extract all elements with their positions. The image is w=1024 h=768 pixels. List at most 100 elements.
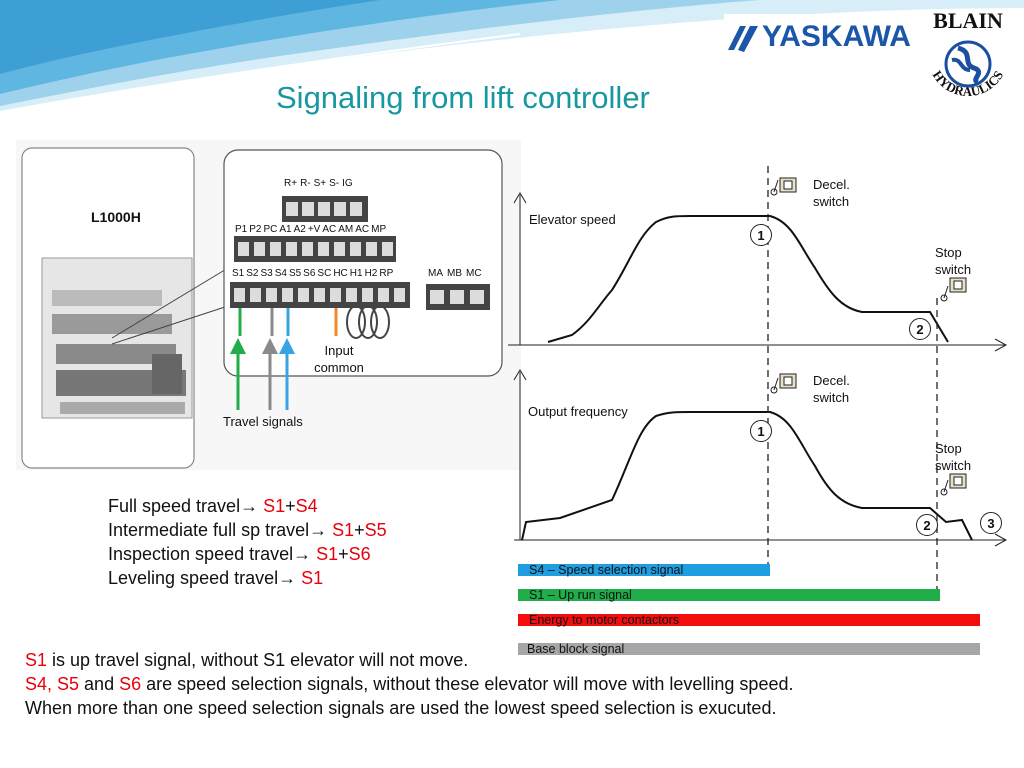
list-item-text: Inspection speed travel→ [108,544,317,564]
plus-sign: + [285,496,296,516]
terminal-label: S4 [274,268,287,279]
decel-switch-line1: Decel. [813,177,850,192]
terminal-label: SC [317,268,332,279]
decel-switch-label: Decel. switch [813,372,850,406]
blain-hydraulics-logo: BLAIN HYDRAULICS [918,8,1018,112]
yaskawa-mark-icon [728,26,758,52]
terminal-label: RP [379,268,394,279]
note-text: are speed selection signals, without the… [141,674,794,694]
notes-text: S1 is up travel signal, without S1 eleva… [25,648,793,720]
signal-name: S5 [364,520,387,540]
blain-logo-text: BLAIN [933,8,1003,33]
list-item: Inspection speed travel→ S1+S6 [108,542,387,566]
note-line-2: S4, S5 and S6 are speed selection signal… [25,672,793,696]
terminal-label: MP [371,224,387,235]
note-signal: S4, S5 [25,674,80,694]
s1-signal-label: S1 – Up run signal [529,588,632,602]
terminal-row-3: S1 S2 S3 S4 S5 S6 SC HC H1 H2 RP [232,268,417,279]
plus-sign: + [354,520,365,540]
stop-switch-line2: switch [935,262,972,277]
output-frequency-label: Output frequency [528,404,628,419]
list-item-text: Full speed travel→ [108,496,264,516]
list-item: Intermediate full sp travel→ S1+S5 [108,518,387,542]
signal-name: S6 [348,544,371,564]
s4-signal-bar [518,564,770,576]
stop-switch-label: Stop switch [935,440,971,474]
stop-switch-line2: switch [935,458,972,473]
terminal-label: A1 [279,224,292,235]
note-text: and [79,674,120,694]
base-block-bar [518,643,980,655]
terminal-label: P2 [249,224,262,235]
terminal-label: S5 [288,268,302,279]
stop-switch-icon [940,473,967,496]
marker-1: 1 [750,224,772,246]
decel-switch-line2: switch [813,194,850,209]
header-swoosh [0,0,1024,113]
motor-contactor-bar [518,614,980,626]
input-common-label: Input common [312,342,366,376]
decel-switch-icon [770,373,797,394]
signal-name: S4 [295,496,318,516]
base-block-label: Base block signal [527,642,625,656]
terminal-label: MC [466,268,482,279]
input-common-line1: Input [324,343,354,358]
marker-2: 2 [916,514,938,536]
note-line-1: S1 is up travel signal, without S1 eleva… [25,648,793,672]
list-item-text: Leveling speed travel→ [108,568,302,588]
signal-name: S1 [301,568,324,588]
terminal-label: S- [329,178,340,189]
list-item-text: Intermediate full sp travel→ [108,520,333,540]
list-item: Leveling speed travel→ S1 [108,566,387,590]
terminal-label: AC [322,224,337,235]
list-item: Full speed travel→ S1+S4 [108,494,387,518]
note-line-3: When more than one speed selection signa… [25,698,777,718]
terminal-label: PC [263,224,278,235]
s1-signal-bar [518,589,940,601]
note-text: is up travel signal, without S1 elevator… [47,650,469,670]
terminal-label: +V [307,224,321,235]
yaskawa-logo-text: YASKAWA [762,20,911,53]
terminal-label: R+ [284,178,298,189]
yaskawa-logo: YASKAWA [724,14,911,64]
terminal-row-3b: MA MB MC [428,268,498,279]
terminal-label: S1 [232,268,245,279]
drive-terminal-diagram: L1000H R+ R- S+ S- IG P1 P2 PC A1 A2 +V … [16,140,521,470]
terminal-label: H2 [364,268,378,279]
terminal-label: AM [338,224,354,235]
terminal-label: AC [355,224,370,235]
output-frequency-curve [521,411,973,541]
marker-1: 1 [750,420,772,442]
stop-switch-icon [940,277,967,302]
terminal-label: A2 [293,224,306,235]
drive-photo [16,140,521,470]
input-common-line2: common [314,360,364,375]
motor-contactor-label: Energy to motor contactors [529,613,680,627]
terminal-label: S3 [260,268,273,279]
terminal-label: S6 [303,268,316,279]
plus-sign: + [338,544,349,564]
decel-switch-label: Decel. switch [813,176,850,210]
terminal-row-2: P1 P2 PC A1 A2 +V AC AM AC MP [235,224,405,235]
stop-switch-line1: Stop [935,441,962,456]
s4-signal-label: S4 – Speed selection signal [529,563,684,577]
drive-model-label: L1000H [91,209,141,225]
travel-signals-label: Travel signals [223,414,303,429]
terminal-label: MB [447,268,462,279]
decel-switch-icon [770,177,797,196]
slide-title: Signaling from lift controller [276,80,650,115]
signal-combination-list: Full speed travel→ S1+S4 Intermediate fu… [108,494,387,590]
elevator-speed-curve [547,215,949,343]
terminal-label: S2 [246,268,259,279]
signal-name: S1 [332,520,355,540]
terminal-label: H1 [349,268,363,279]
stop-switch-line1: Stop [935,245,962,260]
stop-switch-label: Stop switch [935,244,971,278]
terminal-label: S+ [313,178,327,189]
terminal-label: HC [333,268,348,279]
decel-switch-line2: switch [813,390,850,405]
terminal-label: R- [300,178,311,189]
elevator-speed-label: Elevator speed [529,212,616,227]
terminal-row-1: R+ R- S+ S- IG [284,178,374,189]
